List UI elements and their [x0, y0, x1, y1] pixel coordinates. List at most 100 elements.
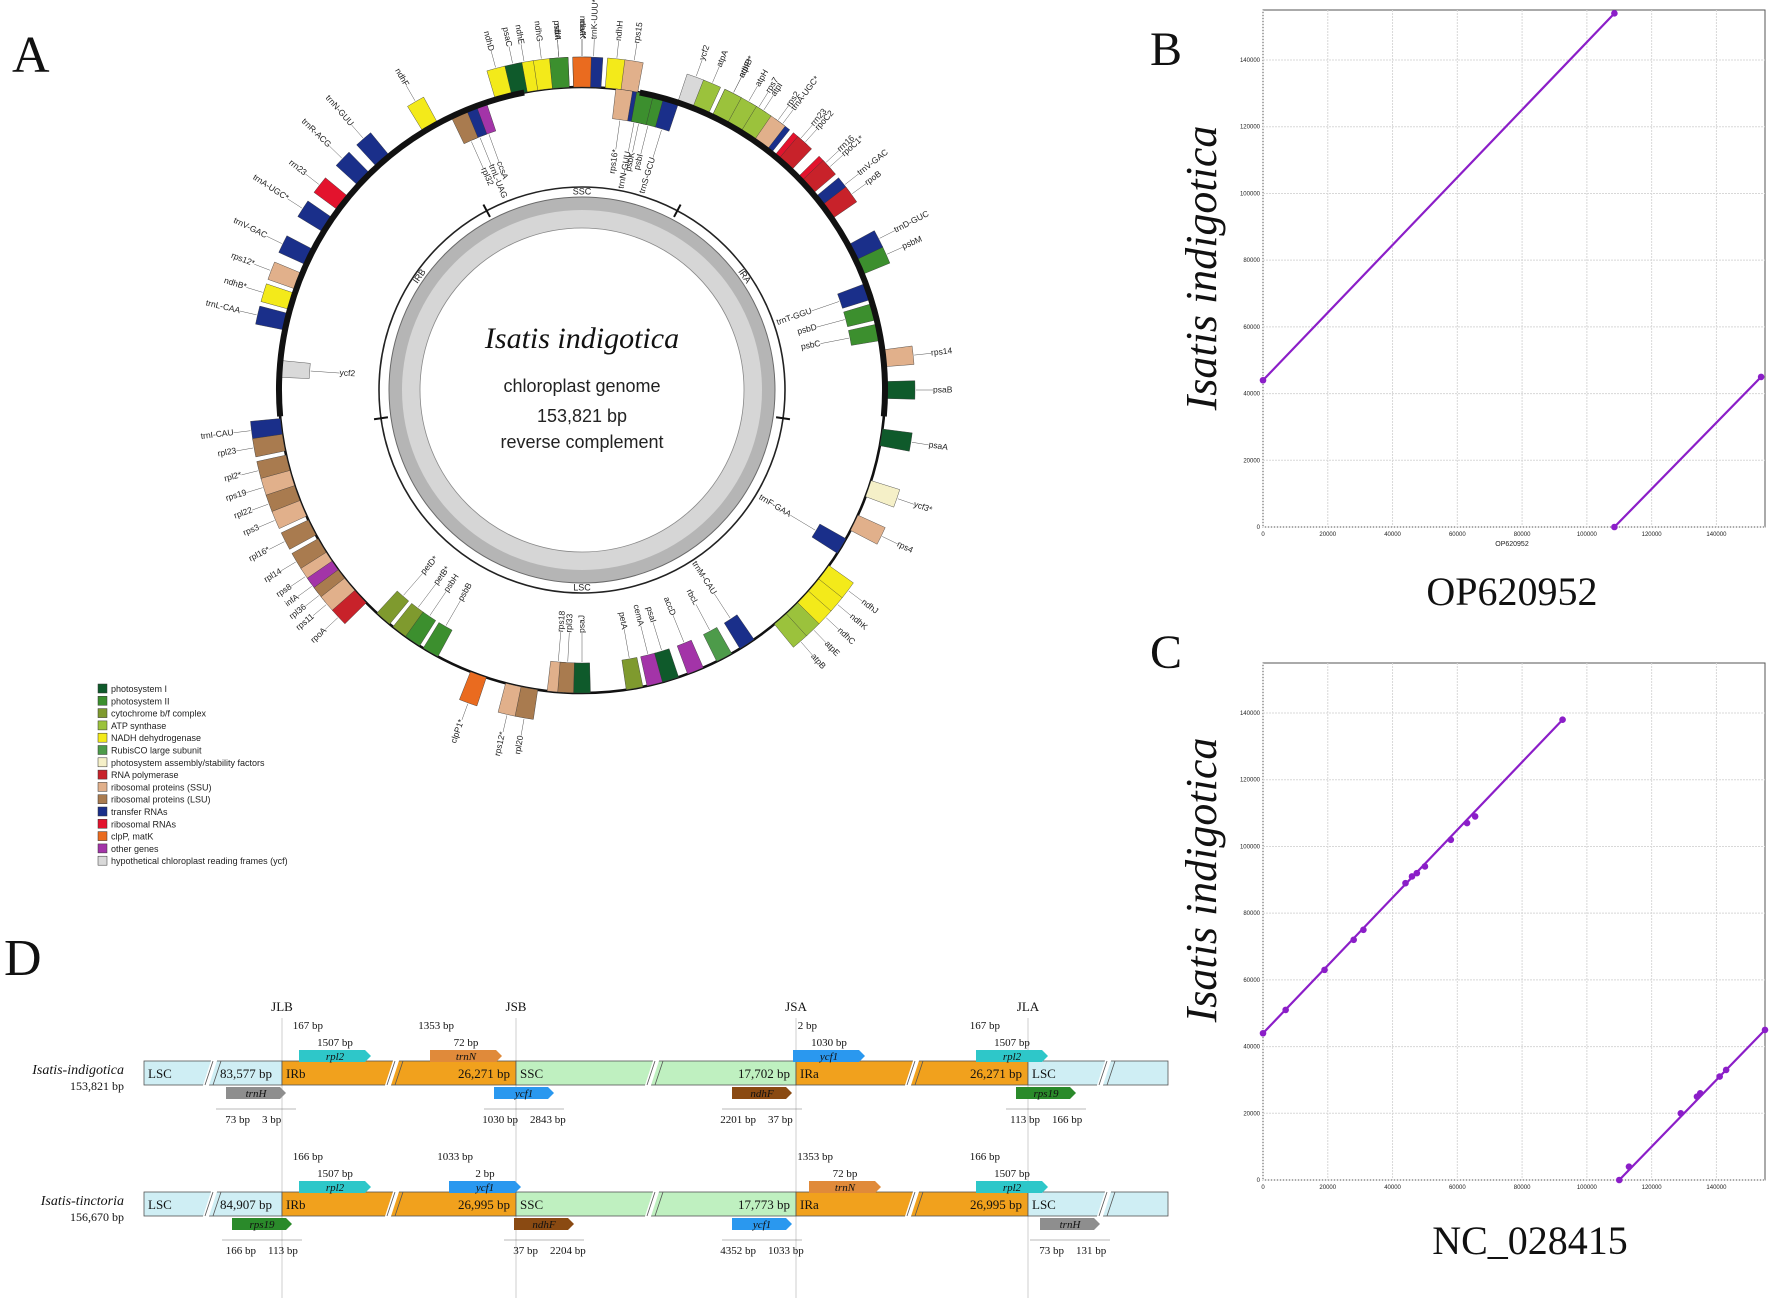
panel-label-a: A — [12, 27, 50, 84]
gene-label: psaB — [933, 384, 953, 394]
legend-label: ribosomal proteins (SSU) — [111, 782, 212, 792]
gene-leader — [837, 604, 852, 616]
break-line — [906, 1191, 916, 1217]
y-tick-label: 60000 — [1243, 325, 1260, 331]
break-line — [914, 1191, 924, 1217]
gene-arrow — [1040, 1218, 1100, 1230]
gene-leader — [233, 430, 251, 434]
gene-length: 1507 bp — [317, 1168, 353, 1180]
y-tick-label: 20000 — [1243, 1111, 1260, 1117]
gene-name: rpl2 — [1003, 1182, 1022, 1194]
region-length: 83,577 bp — [220, 1066, 272, 1081]
y-tick-label: 80000 — [1243, 911, 1260, 917]
gene-block — [811, 523, 847, 554]
gene-label: rps14 — [930, 345, 952, 357]
gene-leader — [800, 641, 813, 656]
gene-leader — [623, 629, 630, 658]
y-tick-label: 20000 — [1243, 458, 1260, 464]
region-name: IRa — [800, 1066, 819, 1081]
species-size: 153,821 bp — [70, 1079, 124, 1093]
gene-leader — [305, 173, 319, 185]
gene-distance: 37 bp — [768, 1114, 793, 1126]
gene-arrow — [299, 1181, 371, 1193]
break-line — [204, 1191, 214, 1217]
break-line — [1098, 1060, 1108, 1086]
gene-leader — [418, 583, 436, 608]
gene-block — [279, 360, 311, 379]
legend-label: photosystem I — [111, 684, 167, 694]
gene-leader — [252, 503, 269, 511]
gene-leader — [640, 625, 649, 654]
gene-leader — [325, 617, 338, 630]
gene-label: rpl33 — [564, 613, 575, 633]
break-mark — [1096, 1191, 1112, 1217]
gene-arrow — [494, 1087, 554, 1099]
gene-leader — [826, 617, 839, 630]
gene-distance: 1353 bp — [797, 1151, 833, 1163]
region-label: SSC — [573, 186, 592, 196]
gene-leader — [882, 536, 898, 545]
gene-leader — [616, 40, 619, 58]
alignment-line — [1618, 1029, 1766, 1181]
gene-leader — [695, 60, 703, 77]
gene-block — [280, 519, 317, 550]
gene-label: rpl20 — [512, 734, 525, 755]
gene-leader — [634, 43, 638, 61]
gene-leader — [567, 632, 570, 662]
x-tick-label: 40000 — [1384, 532, 1401, 538]
gene-label: rps12* — [230, 250, 257, 268]
gene-leader — [778, 105, 789, 120]
gene-label: rpl23 — [217, 445, 238, 458]
gene-label: rps19 — [224, 487, 248, 503]
genome-strand: reverse complement — [500, 432, 663, 452]
gene-arrow — [976, 1050, 1048, 1062]
panel-label-c: C — [1150, 626, 1182, 679]
break-line — [914, 1060, 924, 1086]
gene-label: rpl2* — [223, 469, 243, 483]
gene-leader — [640, 126, 649, 155]
gene-label: petA — [617, 611, 630, 630]
gene-leader — [816, 319, 845, 328]
legend-swatch — [97, 782, 108, 792]
gene-leader — [911, 442, 929, 446]
gene-block — [250, 418, 283, 441]
gene-leader — [488, 134, 500, 162]
region-name: LSC — [148, 1066, 172, 1081]
break-mark — [904, 1191, 920, 1217]
x-tick-label: 120000 — [1642, 1185, 1663, 1191]
gene-name: ndhF — [750, 1088, 774, 1100]
legend-label: photosystem II — [111, 696, 170, 706]
species-label: Isatis-indigotica — [31, 1063, 124, 1078]
genome-center — [419, 227, 745, 553]
gene-block — [850, 514, 886, 545]
break-line — [646, 1060, 656, 1086]
gene-block — [271, 500, 307, 529]
gene-distance: 1030 bp — [482, 1114, 518, 1126]
gene-label: trnF-GAA — [757, 492, 793, 519]
gene-leader — [471, 141, 484, 169]
alignment-line — [1262, 12, 1616, 381]
break-line — [1106, 1060, 1116, 1086]
gene-label: trnR-ACG — [300, 116, 334, 149]
gene-name: rps19 — [249, 1219, 275, 1231]
gene-name: trnH — [1060, 1219, 1082, 1231]
gene-leader — [520, 44, 525, 62]
break-mark — [904, 1060, 920, 1086]
gene-name: ycf1 — [752, 1219, 771, 1231]
gene-block — [572, 56, 592, 88]
legend-label: other genes — [111, 844, 159, 854]
gene-label: rpl14 — [262, 566, 284, 584]
y-tick-label: 40000 — [1243, 392, 1260, 398]
species-size: 156,670 bp — [70, 1210, 124, 1224]
y-tick-label: 100000 — [1240, 191, 1261, 197]
gene-label: rpoA — [308, 625, 328, 645]
gene-name: rpl2 — [1003, 1051, 1022, 1063]
legend-label: RNA polymerase — [111, 770, 179, 780]
gene-label: ycf2 — [339, 367, 356, 378]
break-line — [212, 1060, 222, 1086]
legend-label: ATP synthase — [111, 721, 166, 731]
gene-label: rpl16* — [247, 544, 272, 563]
